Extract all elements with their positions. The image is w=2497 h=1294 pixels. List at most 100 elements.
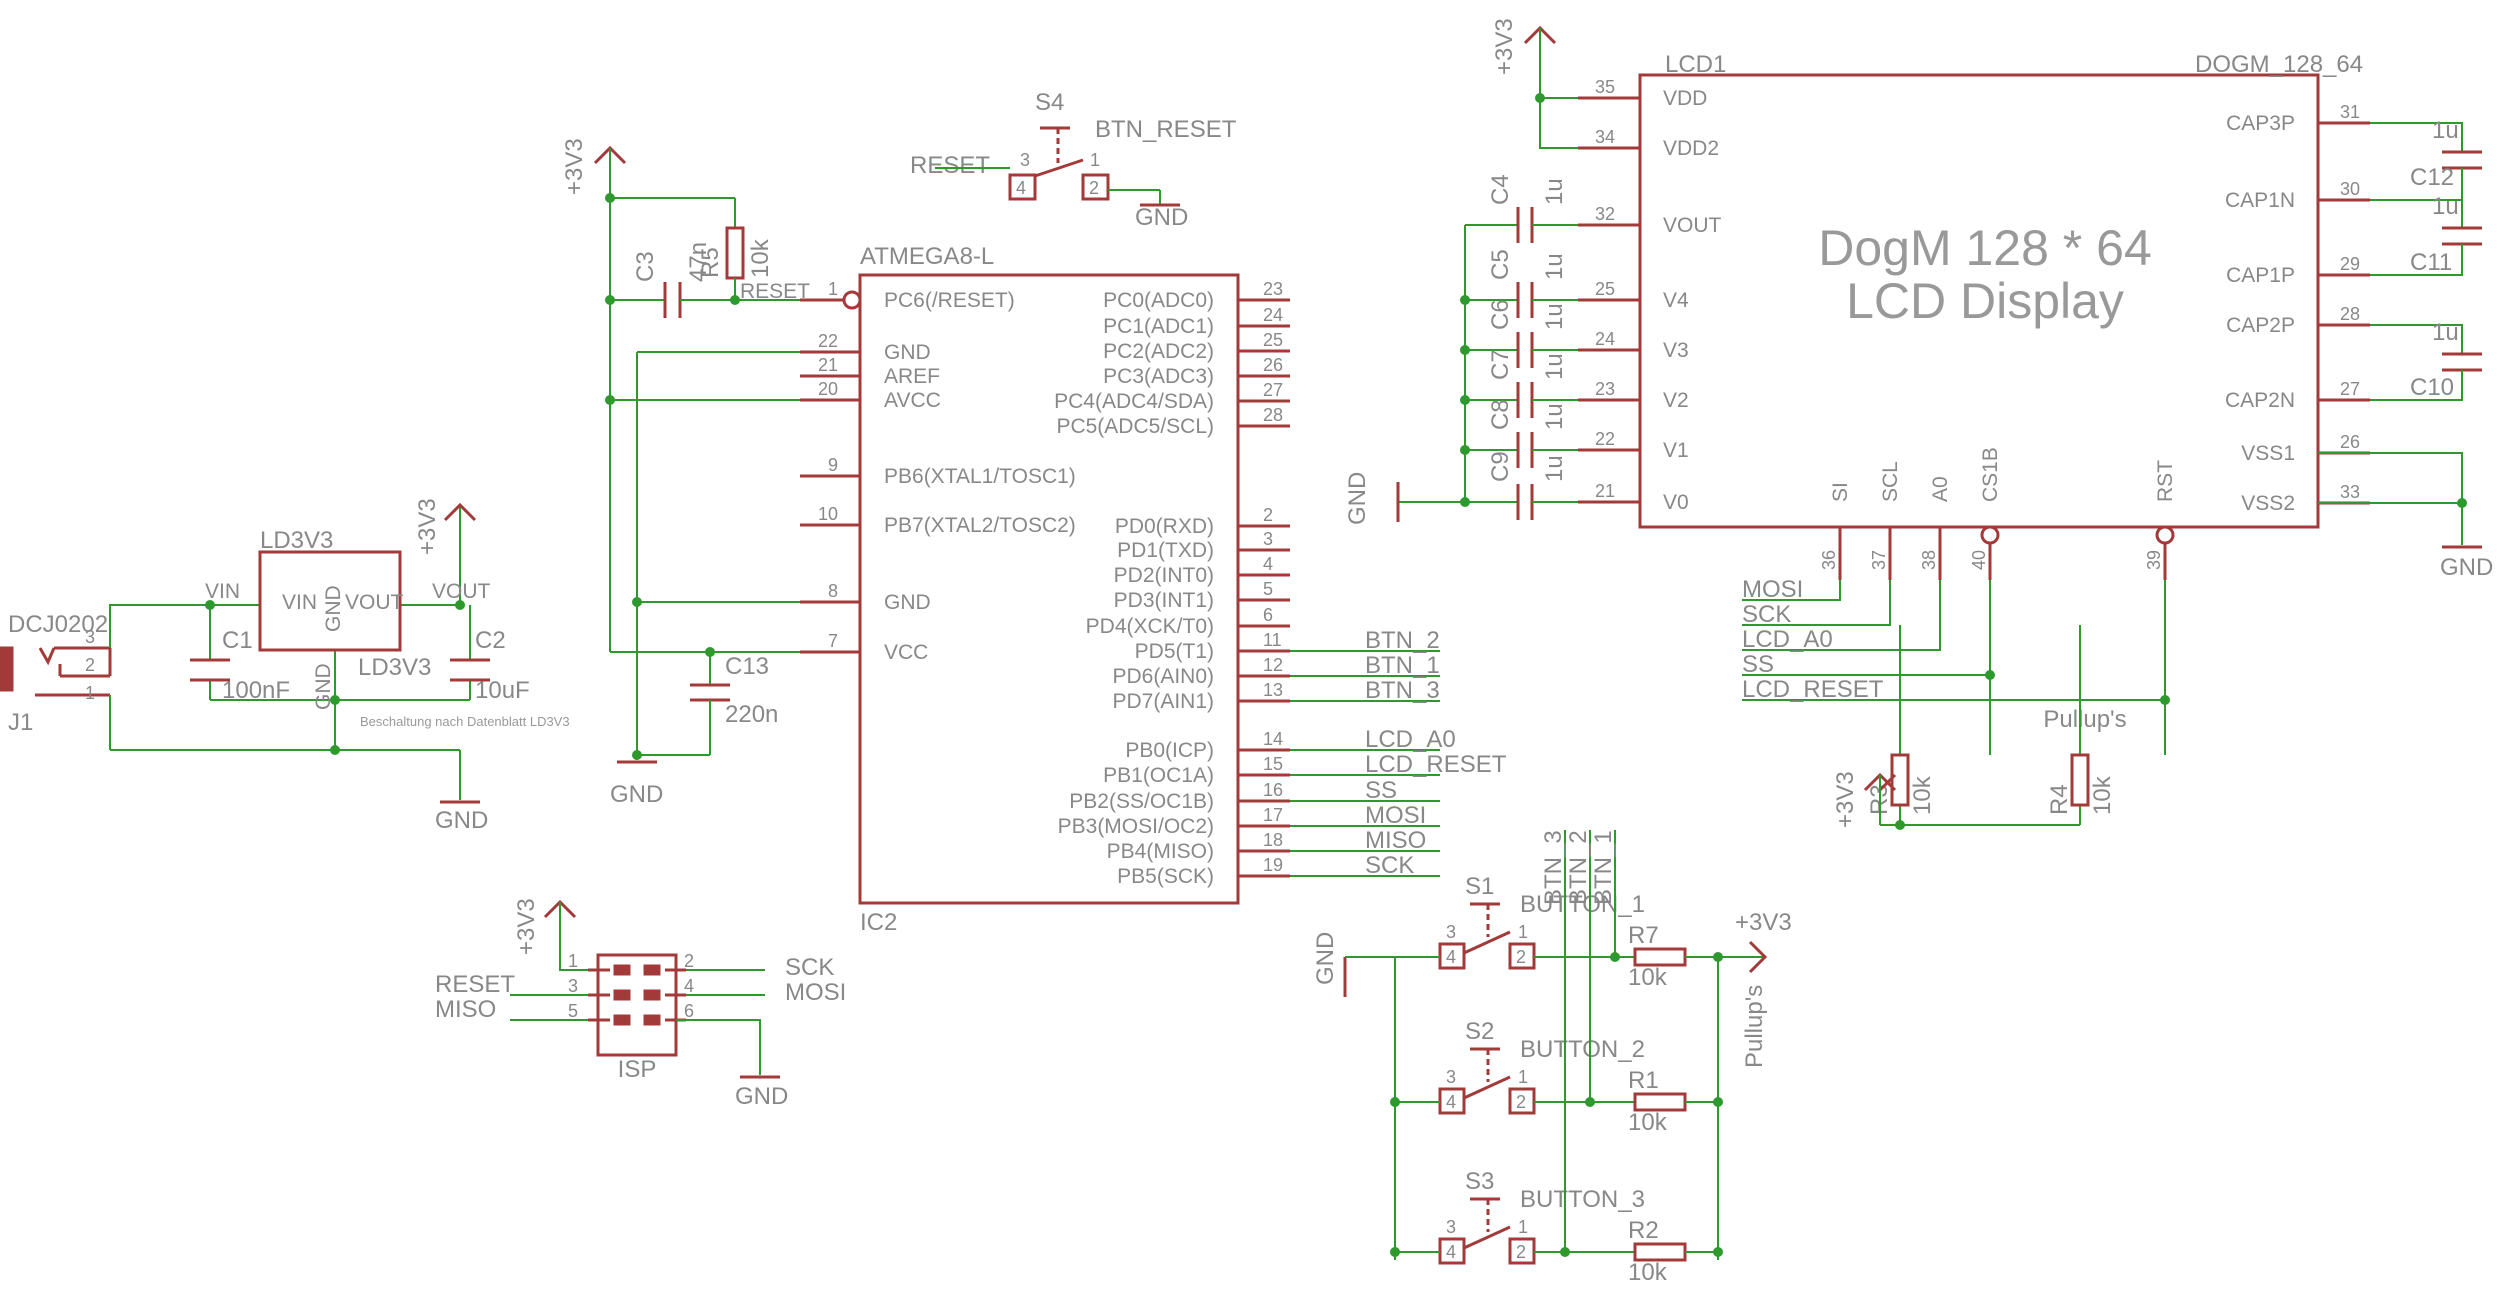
svg-text:10k: 10k <box>2089 775 2116 815</box>
svg-text:4: 4 <box>1016 178 1026 198</box>
svg-text:23: 23 <box>1595 379 1615 399</box>
mcu-pin-num: 6 <box>1263 605 1273 625</box>
power-supply: DCJ0202 J1 3 2 1 +3V3 GND <box>0 498 570 834</box>
svg-text:V0: V0 <box>1663 491 1689 514</box>
svg-text:2: 2 <box>85 655 95 675</box>
dc-jack-part: DCJ0202 <box>8 611 108 638</box>
mcu-pin-name: PD5(T1) <box>1135 640 1214 663</box>
svg-text:1u: 1u <box>1541 403 1568 430</box>
svg-text:C2: C2 <box>475 627 506 654</box>
svg-text:1u: 1u <box>2432 193 2459 220</box>
svg-text:V3: V3 <box>1663 339 1689 362</box>
svg-text:BUTTON_2: BUTTON_2 <box>1520 1036 1645 1063</box>
mcu-body <box>858 273 1240 905</box>
mcu-net-label: SS <box>1365 777 1397 804</box>
svg-text:CAP3P: CAP3P <box>2226 112 2295 135</box>
mcu-pin-num: 27 <box>1263 380 1283 400</box>
lcd-dogm: LCD1 DOGM_128_64 DogM 128 * 64 LCD Displ… <box>1344 18 2493 830</box>
svg-text:SS: SS <box>1742 651 1774 678</box>
svg-text:1u: 1u <box>1541 253 1568 280</box>
svg-text:22: 22 <box>1595 429 1615 449</box>
svg-text:10uF: 10uF <box>475 677 530 704</box>
svg-text:3: 3 <box>1446 1217 1456 1237</box>
svg-text:V2: V2 <box>1663 389 1689 412</box>
isp-body <box>596 953 678 1057</box>
svg-text:32: 32 <box>1595 204 1615 224</box>
svg-text:30: 30 <box>2340 179 2360 199</box>
svg-text:CAP1P: CAP1P <box>2226 264 2295 287</box>
svg-text:1u: 1u <box>1541 353 1568 380</box>
mcu-pin-num: 24 <box>1263 305 1283 325</box>
svg-text:R7: R7 <box>1628 922 1659 949</box>
mcu-pin-name: PD7(AIN1) <box>1112 690 1214 713</box>
svg-text:Pullup's: Pullup's <box>2043 706 2126 733</box>
svg-text:RESET: RESET <box>740 280 810 303</box>
mcu-pin-name: PC4(ADC4/SDA) <box>1054 390 1214 413</box>
mcu-supply-wiring: +3V3 R5 10k C3 47n RESET C13 <box>561 138 860 808</box>
svg-text:GND: GND <box>735 1083 788 1110</box>
svg-text:SCL: SCL <box>1879 461 1902 502</box>
mcu-pin-num: 16 <box>1263 780 1283 800</box>
svg-text:CAP1N: CAP1N <box>2225 189 2295 212</box>
svg-text:BUTTON_1: BUTTON_1 <box>1520 891 1645 918</box>
svg-text:BTN_1: BTN_1 <box>1590 830 1617 905</box>
mcu-right-pins: 23PC0(ADC0)24PC1(ADC1)25PC2(ADC2)26PC3(A… <box>1054 279 1507 888</box>
svg-text:LCD1: LCD1 <box>1665 51 1726 78</box>
mcu-pin-num: 12 <box>1263 655 1283 675</box>
svg-text:GND: GND <box>2440 554 2493 581</box>
svg-text:+3V3: +3V3 <box>1491 18 1518 75</box>
mcu-pin-name: PC2(ADC2) <box>1103 340 1214 363</box>
svg-text:R1: R1 <box>1628 1067 1659 1094</box>
svg-text:1: 1 <box>1518 922 1528 942</box>
svg-text:25: 25 <box>1595 279 1615 299</box>
mcu-pin-num: 9 <box>828 455 838 475</box>
svg-text:S1: S1 <box>1465 873 1494 900</box>
svg-text:C1: C1 <box>222 627 253 654</box>
mcu-pin-name: PB7(XTAL2/TOSC2) <box>884 514 1076 537</box>
svg-text:2: 2 <box>684 951 694 971</box>
svg-text:S3: S3 <box>1465 1168 1494 1195</box>
mcu-pin-name: PB6(XTAL1/TOSC1) <box>884 465 1076 488</box>
mcu-pin-num: 7 <box>828 631 838 651</box>
svg-text:10k: 10k <box>1628 1109 1668 1136</box>
svg-text:26: 26 <box>2340 432 2360 452</box>
mcu-pin-name: PC6(/RESET) <box>884 289 1015 312</box>
svg-text:2: 2 <box>1516 1242 1526 1262</box>
mcu-pin-num: 28 <box>1263 405 1283 425</box>
svg-text:1: 1 <box>1518 1217 1528 1237</box>
svg-text:27: 27 <box>2340 379 2360 399</box>
svg-text:34: 34 <box>1595 127 1615 147</box>
svg-text:C12: C12 <box>2410 164 2454 191</box>
mcu-pin-num: 15 <box>1263 754 1283 774</box>
svg-text:38: 38 <box>1919 550 1939 570</box>
svg-text:5: 5 <box>568 1001 578 1021</box>
svg-text:220n: 220n <box>725 701 778 728</box>
mcu-pin-num: 22 <box>818 331 838 351</box>
mcu-pin-name: AREF <box>884 365 940 388</box>
svg-text:C3: C3 <box>632 251 659 282</box>
svg-text:VDD: VDD <box>1663 87 1707 110</box>
mcu-pin-num: 17 <box>1263 805 1283 825</box>
svg-text:GND: GND <box>1344 472 1371 525</box>
mcu-pin-name: PC0(ADC0) <box>1103 289 1214 312</box>
r5 <box>725 226 745 280</box>
svg-text:2: 2 <box>1089 178 1099 198</box>
svg-text:C13: C13 <box>725 653 769 680</box>
svg-text:10k: 10k <box>1909 775 1936 815</box>
svg-text:1u: 1u <box>1541 303 1568 330</box>
svg-text:C5: C5 <box>1487 249 1514 280</box>
svg-text:C11: C11 <box>2410 249 2452 276</box>
mcu-pin-name: GND <box>884 591 931 614</box>
svg-text:37: 37 <box>1869 550 1889 570</box>
mcu-pin-name: VCC <box>884 641 928 664</box>
svg-text:SCK: SCK <box>1742 601 1791 628</box>
svg-text:Pullup's: Pullup's <box>1741 985 1768 1068</box>
svg-text:GND: GND <box>312 663 335 710</box>
mcu-pin-name: PD0(RXD) <box>1115 515 1214 538</box>
mcu-pin-name: PB0(ICP) <box>1125 739 1214 762</box>
